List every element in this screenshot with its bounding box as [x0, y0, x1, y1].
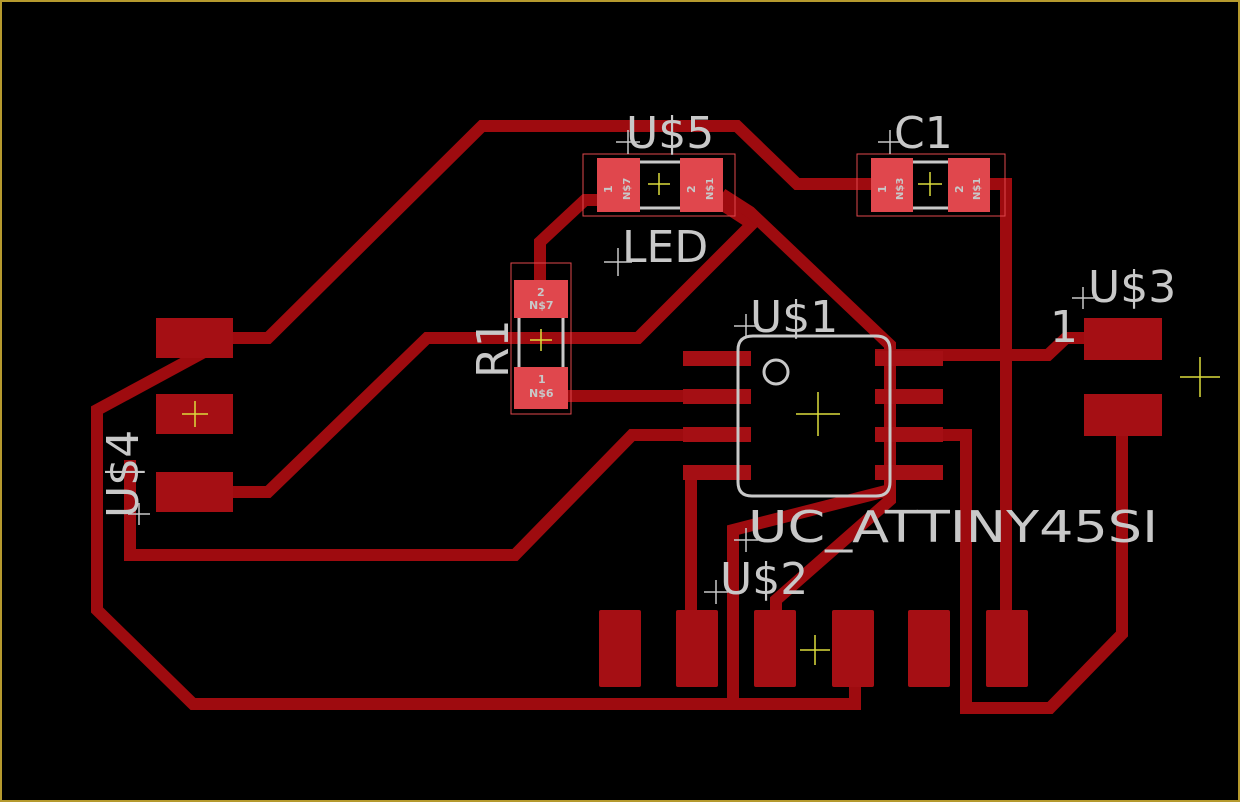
c1-pad2-net: N$1 — [972, 178, 983, 200]
u4-label-cross — [128, 503, 150, 525]
u2-pin-3[interactable] — [754, 610, 796, 687]
c1-origin — [918, 172, 942, 196]
u5-name[interactable]: U$5 — [626, 108, 714, 159]
trace-u4-pad3-to-led-pad2[interactable] — [195, 194, 762, 498]
u2-pin-5[interactable] — [908, 610, 950, 687]
u2-label-cross — [704, 580, 728, 604]
u1-pin-4[interactable] — [683, 465, 751, 480]
u1-body — [736, 334, 892, 498]
c1-body — [913, 160, 948, 210]
u2-pin-4[interactable] — [832, 610, 874, 687]
u1-name[interactable]: U$1 — [750, 292, 838, 343]
r1-body — [517, 318, 565, 367]
led-pad1-number: 1 — [602, 185, 615, 193]
u3-pad-1[interactable] — [1084, 318, 1162, 360]
pads — [156, 318, 1162, 687]
u1-pin-8[interactable] — [875, 351, 943, 366]
u2-pin-6[interactable] — [986, 610, 1028, 687]
r1-name[interactable]: R1 — [468, 319, 519, 378]
led-value[interactable]: LED — [622, 222, 708, 273]
u1-value[interactable]: UC_ATTINY45SI — [748, 502, 1158, 553]
silkscreen-bodies — [517, 160, 948, 498]
pad-labels: 1 N$7 2 N$1 1 N$3 2 N$1 2 N$7 1 N$6 — [529, 178, 983, 400]
package-outlines — [510, 153, 1006, 415]
r1-pad2-net: N$7 — [529, 299, 554, 312]
u1-pin-5[interactable] — [875, 465, 943, 480]
attiny-label-cross — [734, 528, 758, 552]
u1-origin — [796, 392, 840, 436]
c1-pad1-number: 1 — [876, 185, 889, 193]
u4-name[interactable]: U$4 — [98, 430, 149, 518]
u2-origin — [800, 635, 830, 665]
led-origin — [648, 173, 670, 195]
u4-pad-1[interactable] — [156, 318, 233, 358]
u3-label-cross — [1072, 287, 1094, 309]
led-pad-1[interactable] — [597, 158, 640, 212]
u1-pin-1[interactable] — [683, 351, 751, 366]
led-pad1-net: N$7 — [622, 178, 633, 200]
u4-origin — [182, 401, 208, 427]
r1-pad1-net: N$6 — [529, 387, 554, 400]
u4-pad-3[interactable] — [156, 472, 233, 512]
trace-u4-pad1-to-u5-c1[interactable] — [195, 120, 893, 344]
u2-name[interactable]: U$2 — [720, 554, 808, 605]
led-package — [582, 153, 736, 217]
u1-pin1-marker — [762, 358, 790, 386]
trace-u1-pin6-to-u3-pad2[interactable] — [875, 412, 1128, 714]
copper-traces — [91, 120, 1128, 714]
c1-pad1-net: N$3 — [895, 178, 906, 200]
trace-u4-to-u1-pin3[interactable] — [124, 429, 715, 561]
u2-pin-2[interactable] — [676, 610, 718, 687]
u3-pad-2[interactable] — [1084, 394, 1162, 436]
origin-crosses — [182, 172, 1220, 665]
led-body — [640, 160, 680, 210]
u1-pin-7[interactable] — [875, 389, 943, 404]
c1-pad2-number: 2 — [953, 185, 966, 193]
r1-pad2-number: 2 — [537, 286, 545, 299]
led-pad2-number: 2 — [685, 185, 698, 193]
c1-pad-2[interactable] — [948, 158, 990, 212]
led-pad2-net: N$1 — [705, 178, 716, 200]
led-pad-2[interactable] — [680, 158, 723, 212]
c1-name[interactable]: C1 — [894, 108, 953, 159]
r1-pad-1[interactable] — [514, 367, 568, 409]
led-label-cross — [604, 248, 632, 276]
u1-pin-6[interactable] — [875, 427, 943, 442]
r1-package — [510, 262, 572, 415]
u2-pin-1[interactable] — [599, 610, 641, 687]
r1-origin — [530, 329, 552, 351]
smd-pads — [514, 158, 990, 409]
u1-pin-3[interactable] — [683, 427, 751, 442]
trace-u1-pin2-to-u2[interactable] — [685, 468, 697, 636]
c1-label-cross — [878, 130, 902, 154]
c1-pad-1[interactable] — [871, 158, 913, 212]
u1-label-cross — [734, 314, 758, 338]
u3-name[interactable]: U$3 — [1088, 262, 1176, 313]
u1-pin-2[interactable] — [683, 389, 751, 404]
silkscreen-labels: U$5 C1 LED U$1 UC_ATTINY45SI U$2 U$3 1 R… — [98, 108, 1176, 605]
r1-pad-2[interactable] — [514, 280, 568, 318]
u3-pin1-marker: 1 — [1050, 302, 1078, 353]
trace-gnd-loop[interactable] — [91, 188, 896, 710]
c1-package — [856, 153, 1006, 217]
r1-pad1-number: 1 — [538, 373, 546, 386]
u3-origin — [1180, 357, 1220, 397]
label-crosses — [128, 130, 1094, 604]
u5-label-cross — [616, 130, 640, 154]
